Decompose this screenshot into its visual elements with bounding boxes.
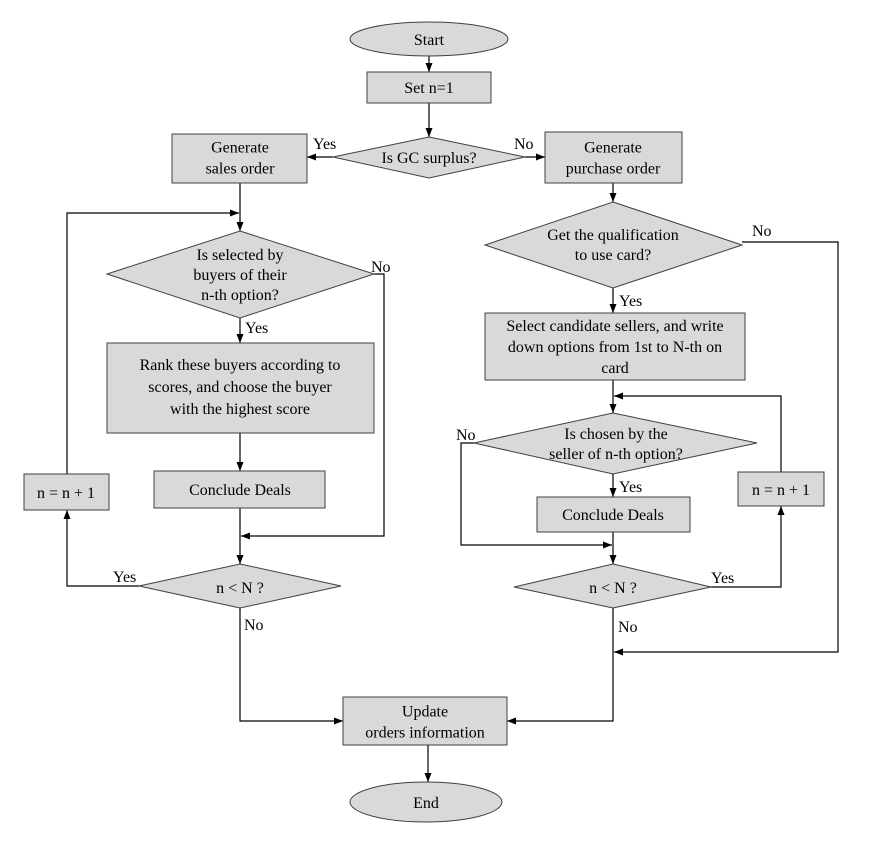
- set-n-label: Set n=1: [404, 80, 453, 97]
- edge-loop-yes-to-incr: [63, 510, 139, 587]
- n-incr-right-label: n = n + 1: [752, 482, 810, 499]
- chosen-no-label: No: [456, 427, 476, 444]
- selected-by-buyers-decision: [105, 230, 376, 319]
- edges: [63, 55, 839, 782]
- n-incr-left-label: n = n + 1: [37, 485, 95, 502]
- gen-sales-node: [171, 133, 308, 184]
- end-label: End: [413, 795, 439, 812]
- edge-incr-to-loop-top: [66, 209, 239, 474]
- nodes: [23, 21, 825, 823]
- qual-no-label: No: [752, 223, 772, 240]
- edge-qual-no-to-merge: [614, 241, 839, 656]
- left-loop-no-label: No: [244, 617, 264, 634]
- qual-yes-label: Yes: [619, 293, 642, 310]
- conclude-left-label: Conclude Deals: [189, 482, 291, 499]
- update-orders-node: [342, 696, 508, 746]
- left-loop-yes-label: Yes: [113, 569, 136, 586]
- edge-chosen-no-to-merge: [460, 442, 612, 549]
- start-node: [349, 21, 509, 57]
- conclude-left-node: [153, 470, 326, 509]
- selected-yes-label: Yes: [245, 320, 268, 337]
- gc-surplus-decision: [332, 136, 526, 179]
- gc-yes-label: Yes: [313, 136, 336, 153]
- chosen-by-seller-decision: [473, 412, 758, 475]
- selected-no-label: No: [371, 259, 391, 276]
- end-node: [349, 781, 503, 823]
- n-less-right-label: n < N ?: [589, 580, 637, 597]
- chosen-yes-label: Yes: [619, 479, 642, 496]
- conclude-right-node: [536, 496, 691, 533]
- gc-surplus-label: Is GC surplus?: [381, 150, 476, 167]
- right-loop-no-label: No: [618, 619, 638, 636]
- n-less-left-decision: [138, 563, 342, 609]
- select-sellers-node: [484, 312, 746, 381]
- gc-no-label: No: [514, 136, 534, 153]
- edge-right-no-to-update: [507, 608, 614, 725]
- edge-right-yes-to-incr: [711, 506, 785, 588]
- edge-left-no-to-update: [239, 608, 343, 725]
- gen-purchase-node: [544, 131, 683, 184]
- rank-buyers-node: [106, 342, 375, 434]
- n-less-left-label: n < N ?: [216, 580, 264, 597]
- edge-incr-to-right-loop-top: [614, 392, 782, 472]
- n-incr-left-node: [23, 473, 110, 511]
- n-incr-right-node: [737, 471, 825, 507]
- edge-labels: Yes No No Yes Yes No No Yes No Yes Yes N…: [113, 136, 772, 636]
- right-loop-yes-label: Yes: [711, 570, 734, 587]
- start-label: Start: [414, 32, 445, 49]
- edge-selected-no-to-merge: [241, 273, 385, 540]
- qualification-decision: [483, 201, 744, 289]
- conclude-right-label: Conclude Deals: [562, 507, 664, 524]
- n-less-right-decision: [513, 563, 712, 609]
- set-n-node: [366, 71, 492, 104]
